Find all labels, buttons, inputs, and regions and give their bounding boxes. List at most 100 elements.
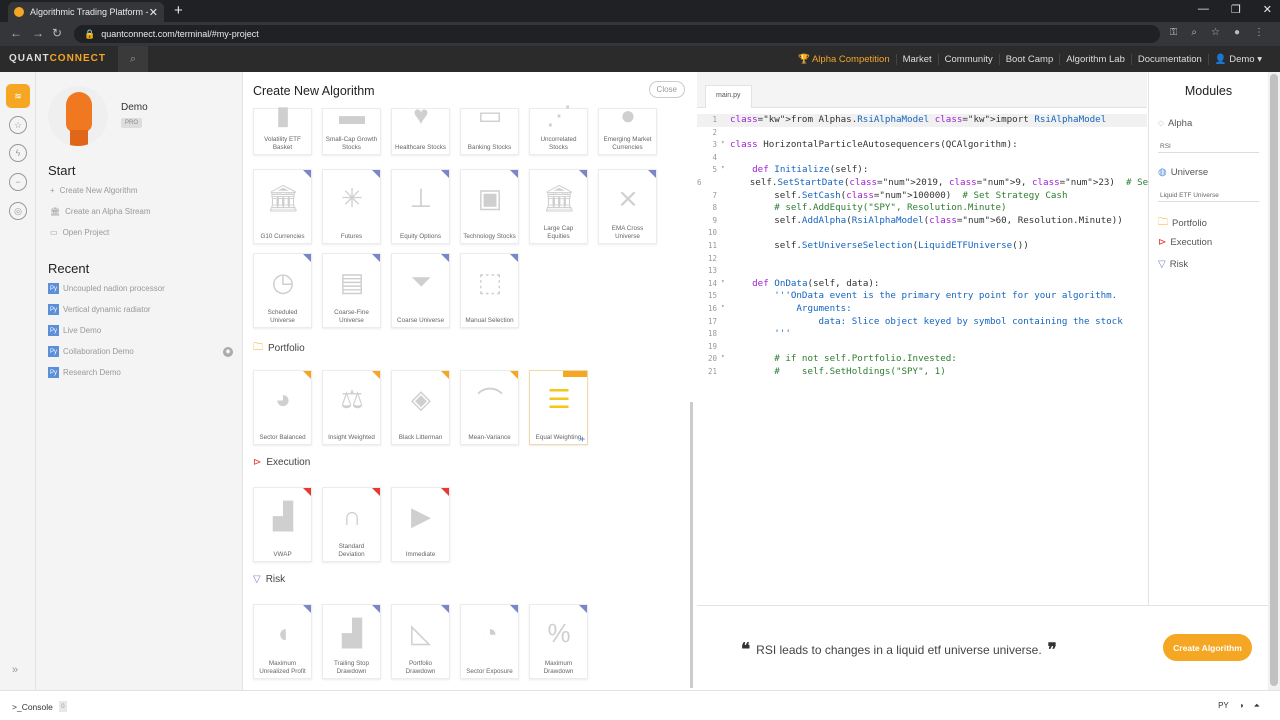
code-line[interactable]: 14▾ def OnData(self, data): — [697, 278, 1147, 291]
universe-card[interactable]: ●Emerging Market Currencies — [598, 100, 657, 155]
universe-card[interactable]: ⋰Uncorrelated Stocks — [529, 100, 588, 155]
universe-card[interactable]: ⨯EMA Cross Universe — [598, 169, 657, 244]
portfolio-card[interactable]: ◕Sector Balanced — [253, 370, 312, 445]
risk-card[interactable]: ▟Trailing Stop Drawdown — [322, 604, 381, 679]
code-line[interactable]: 16▾ Arguments: — [697, 303, 1147, 316]
nav-market[interactable]: Market — [895, 53, 938, 65]
fold-icon[interactable]: ▾ — [721, 277, 725, 285]
nav-community[interactable]: Community — [937, 53, 999, 65]
create-algorithm-button[interactable]: Create Algorithm — [1163, 634, 1252, 661]
universe-value[interactable]: Liquid ETF Universe — [1158, 189, 1259, 202]
reload-icon[interactable]: ↻ — [52, 26, 63, 40]
code-line[interactable]: 10 — [697, 227, 1147, 240]
universe-card[interactable]: ⬚Manual Selection — [460, 253, 519, 328]
universe-card[interactable]: ◷Scheduled Universe — [253, 253, 312, 328]
code-line[interactable]: 7 self.SetCash(class="num">100000) # Set… — [697, 190, 1147, 203]
code-line[interactable]: 4 — [697, 152, 1147, 165]
layers-icon[interactable]: ≋ — [6, 84, 30, 108]
create-new-algorithm-link[interactable]: +Create New Algorithm — [50, 186, 137, 195]
universe-card[interactable]: ⏷Coarse Universe — [391, 253, 450, 328]
fold-icon[interactable]: ▾ — [721, 164, 725, 172]
page-scrollbar[interactable] — [1268, 72, 1280, 690]
language-indicator[interactable]: PY — [1218, 701, 1229, 710]
universe-card[interactable]: 🏛G10 Currencies — [253, 169, 312, 244]
new-tab-icon[interactable]: + — [174, 2, 183, 19]
zoom-icon[interactable]: ⌕ — [1191, 27, 1197, 38]
module-universe[interactable]: ◍Universe — [1158, 167, 1208, 178]
restore-icon[interactable]: ❐ — [1230, 4, 1241, 16]
module-execution[interactable]: ⊳Execution — [1158, 237, 1212, 248]
execution-card[interactable]: ▶Immediate — [391, 487, 450, 562]
nav-boot-camp[interactable]: Boot Camp — [998, 53, 1060, 65]
menu-icon[interactable]: ⋮ — [1254, 27, 1264, 38]
risk-card[interactable]: ◺Portfolio Drawdown — [391, 604, 450, 679]
code-line[interactable]: 5▾ def Initialize(self): — [697, 164, 1147, 177]
module-risk[interactable]: ▽Risk — [1158, 259, 1188, 270]
key-icon[interactable]: ⚿ — [1169, 27, 1178, 38]
execution-card[interactable]: ∩Standard Deviation — [322, 487, 381, 562]
module-alpha[interactable]: ◌Alpha — [1158, 118, 1192, 129]
code-line[interactable]: 17 data: Slice object keyed by symbol co… — [697, 316, 1147, 329]
fold-icon[interactable]: ▾ — [721, 302, 725, 310]
theme-icon[interactable]: ◑ — [1238, 701, 1244, 710]
code-line[interactable]: 13 — [697, 265, 1147, 278]
scrollbar-thumb[interactable] — [1270, 74, 1278, 686]
minus-circle-icon[interactable]: − — [9, 173, 27, 191]
universe-card[interactable]: ▣Technology Stocks — [460, 169, 519, 244]
universe-card[interactable]: ▤Coarse-Fine Universe — [322, 253, 381, 328]
portfolio-card[interactable]: ◈Black Litterman — [391, 370, 450, 445]
risk-card[interactable]: ◖Maximum Unrealized Profit — [253, 604, 312, 679]
universe-card[interactable]: 🏛Large Cap Equities — [529, 169, 588, 244]
portfolio-card[interactable]: ⌒Mean-Variance — [460, 370, 519, 445]
search-icon[interactable]: ⌕ — [118, 46, 148, 72]
quantconnect-logo[interactable]: QUANTCONNECT — [9, 53, 106, 64]
risk-card[interactable]: %Maximum Drawdown — [529, 604, 588, 679]
close-tab-icon[interactable]: ✕ — [148, 6, 158, 19]
code-line[interactable]: 3▾class HorizontalParticleAutosequencers… — [697, 139, 1147, 152]
code-line[interactable]: 20▾ # if not self.Portfolio.Invested: — [697, 353, 1147, 366]
code-line[interactable]: 8 # self.AddEquity("SPY", Resolution.Min… — [697, 202, 1147, 215]
forward-icon[interactable]: → — [32, 26, 44, 40]
fold-icon[interactable]: ▾ — [721, 139, 725, 147]
universe-card[interactable]: ⊥Equity Options — [391, 169, 450, 244]
code-line[interactable]: 15 '''OnData event is the primary entry … — [697, 290, 1147, 303]
universe-card[interactable]: ♥Healthcare Stocks — [391, 100, 450, 155]
expand-icon[interactable]: » — [12, 664, 19, 676]
nav-algorithm-lab[interactable]: Algorithm Lab — [1059, 53, 1131, 65]
nav-user-menu[interactable]: 👤 Demo ▾ — [1207, 53, 1268, 65]
browser-tab[interactable]: Algorithmic Trading Platform - Q ✕ — [8, 2, 164, 22]
universe-card[interactable]: ▮Volatility ETF Basket — [253, 100, 312, 155]
back-icon[interactable]: ← — [10, 26, 22, 40]
url-input[interactable]: 🔒 quantconnect.com/terminal/#my-project — [74, 25, 1160, 43]
alpha-value[interactable]: RSI — [1158, 140, 1259, 153]
execution-card[interactable]: ▟VWAP — [253, 487, 312, 562]
star-rail-icon[interactable]: ☆ — [9, 116, 27, 134]
code-line[interactable]: 6 self.SetStartDate(class="num">2019, cl… — [697, 177, 1215, 190]
minimize-icon[interactable]: — — [1197, 3, 1209, 15]
lightning-icon[interactable]: ϟ — [9, 144, 27, 162]
star-icon[interactable]: ☆ — [1210, 27, 1220, 38]
create-alpha-stream-link[interactable]: 🏛Create an Alpha Stream — [50, 207, 151, 216]
code-line[interactable]: 21 # self.SetHoldings("SPY", 1) — [697, 366, 1147, 379]
fold-icon[interactable]: ▾ — [721, 353, 725, 361]
collapse-icon[interactable]: ⏶ — [1253, 701, 1260, 710]
code-line[interactable]: 9 self.AddAlpha(RsiAlphaModel(class="num… — [697, 215, 1147, 228]
universe-card[interactable]: ▬Small-Cap Growth Stocks — [322, 100, 381, 155]
close-button[interactable]: Close — [648, 81, 685, 98]
add-icon[interactable]: + — [579, 434, 585, 444]
nav-documentation[interactable]: Documentation — [1130, 53, 1208, 65]
module-portfolio[interactable]: 🗀Portfolio — [1158, 215, 1207, 232]
universe-card[interactable]: ✳Futures — [322, 169, 381, 244]
profile-icon[interactable]: ● — [1233, 27, 1240, 38]
panel-scrollbar[interactable] — [690, 402, 693, 688]
code-line[interactable]: 19 — [697, 341, 1147, 354]
support-icon[interactable]: ◎ — [9, 202, 27, 220]
code-line[interactable]: 11 self.SetUniverseSelection(LiquidETFUn… — [697, 240, 1147, 253]
window-close-icon[interactable]: ✕ — [1262, 4, 1272, 16]
